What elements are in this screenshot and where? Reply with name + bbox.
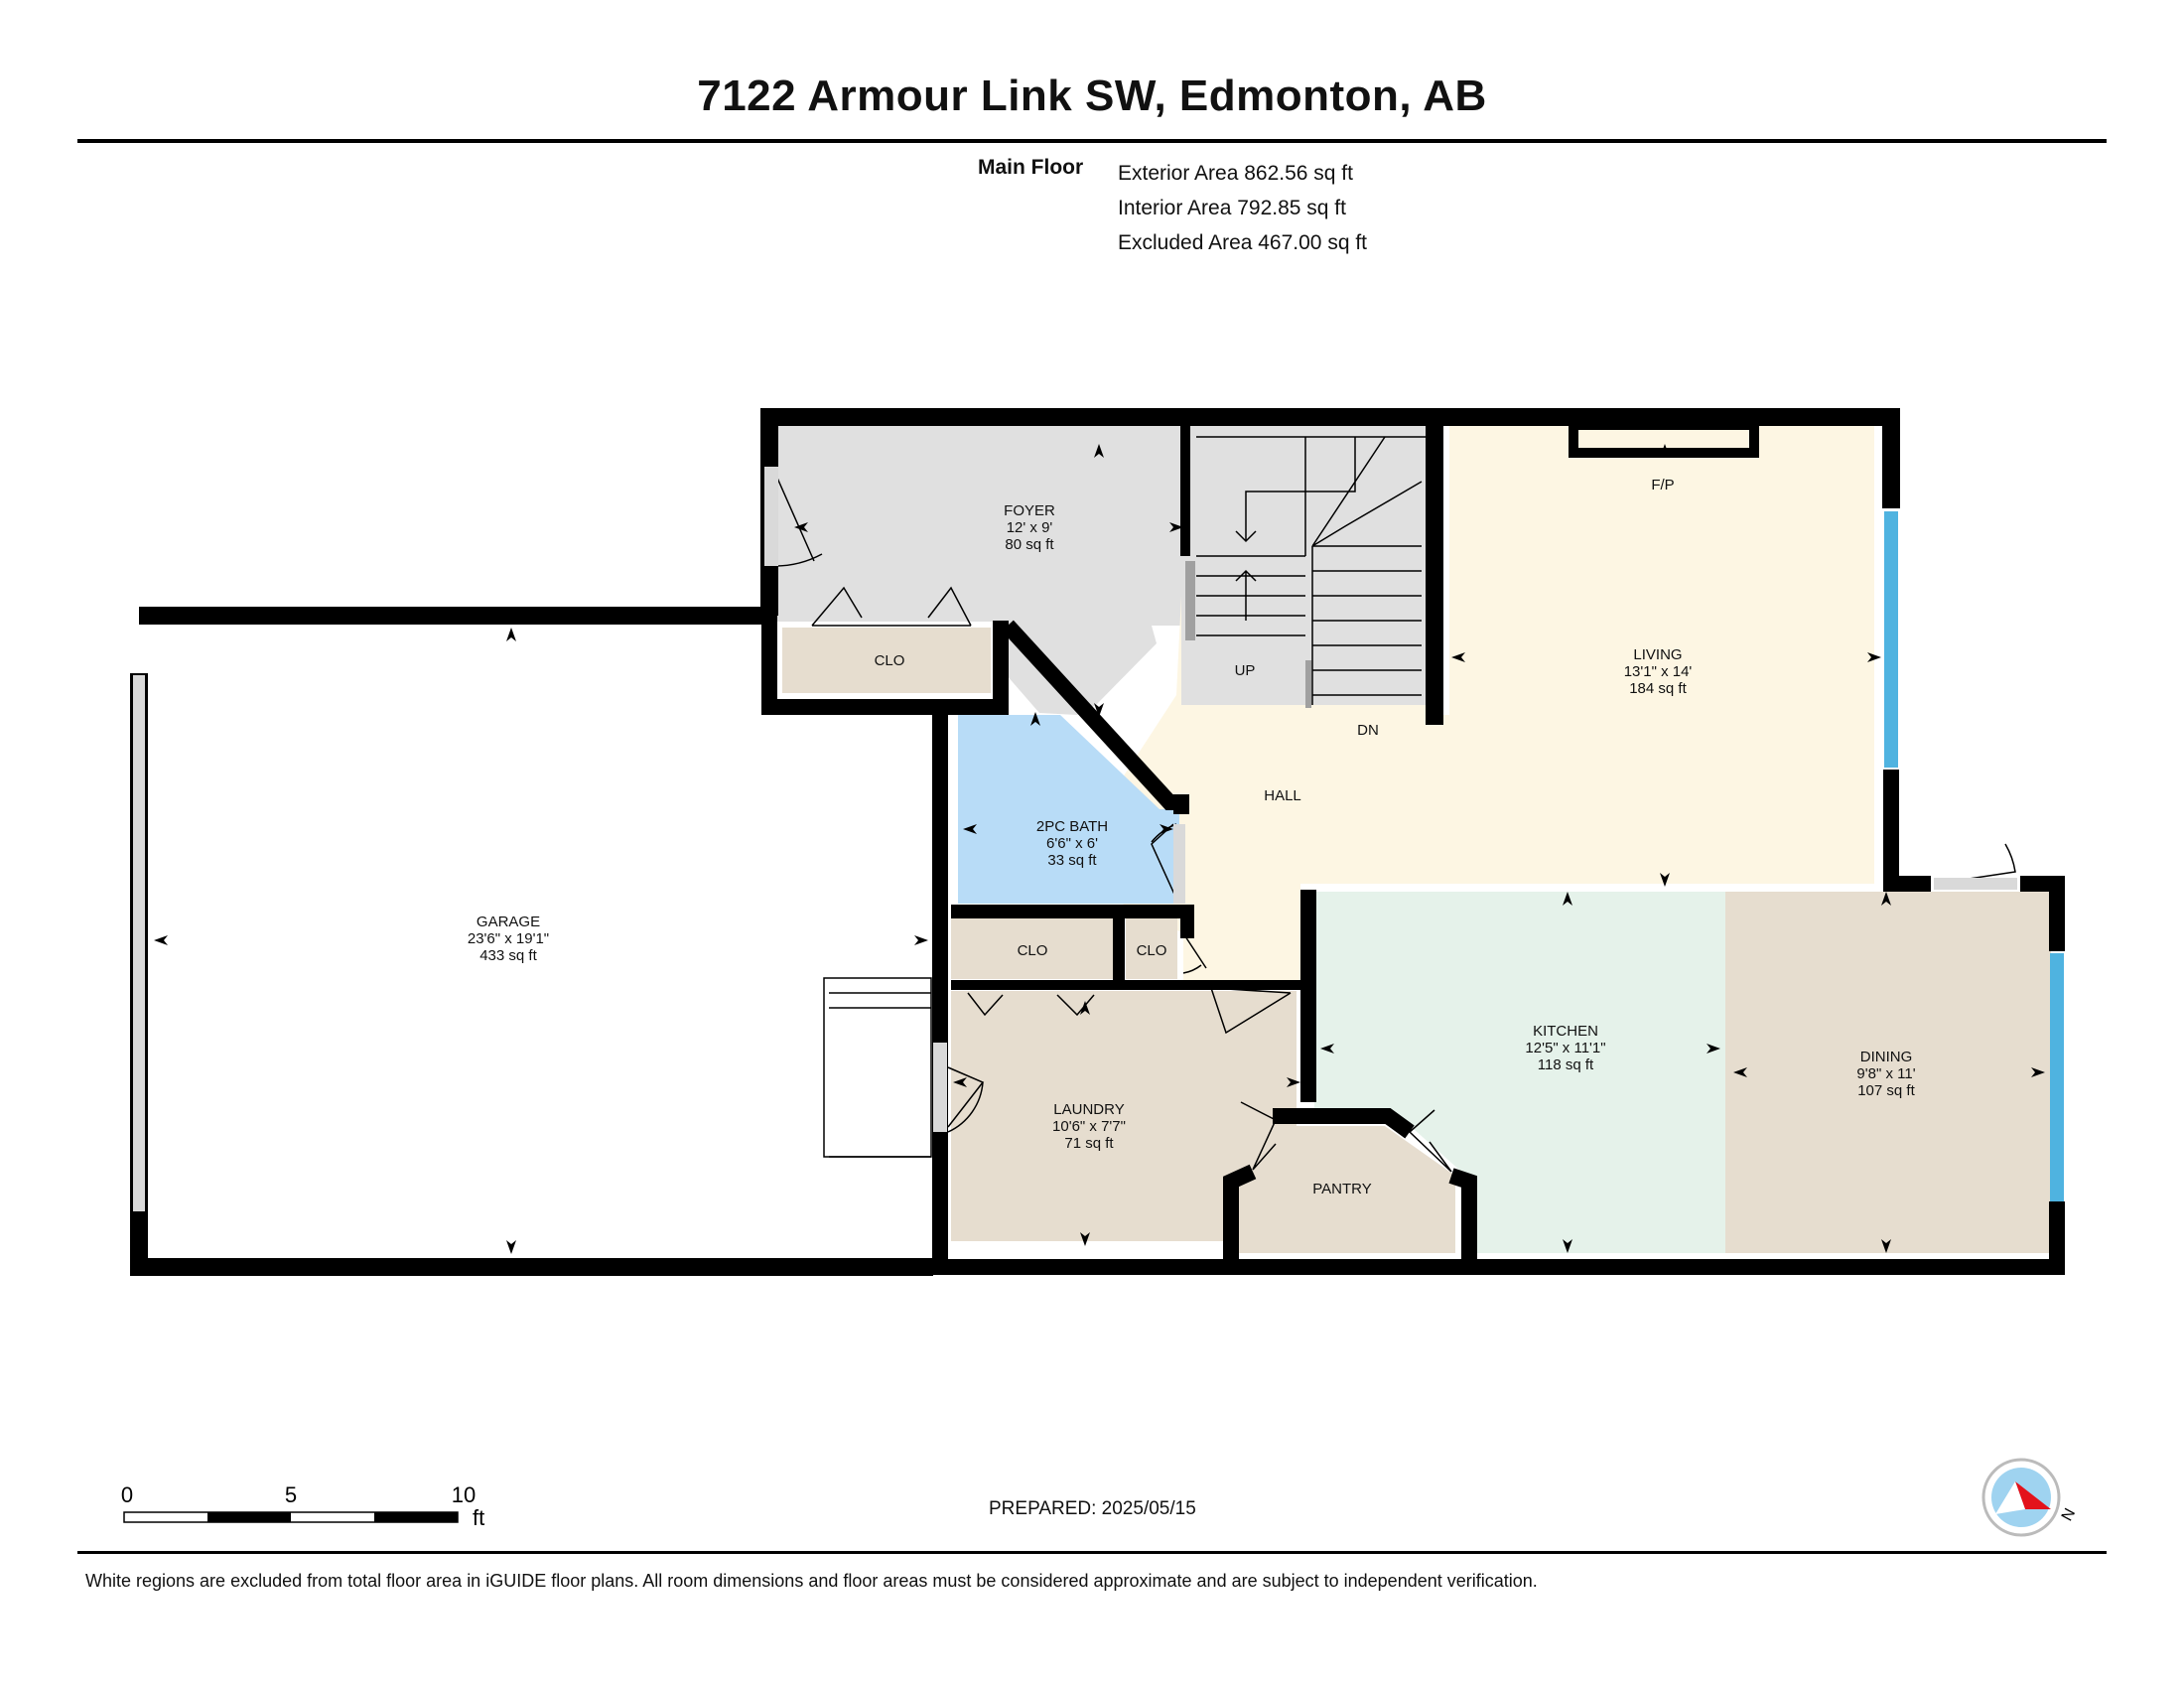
interior-area: Interior Area 792.85 sq ft [1118, 197, 1346, 219]
laundry-garage-jamb [933, 1043, 947, 1132]
scale-tick-10: 10 [452, 1482, 476, 1507]
pantry-door-left [1240, 1101, 1277, 1171]
laundry-dims: 10'6" x 7'7" [1052, 1118, 1126, 1135]
compass-icon: N [1981, 1458, 2079, 1537]
closet-1-doors [967, 992, 1095, 1017]
front-door-jamb [764, 467, 778, 566]
bath-diagonal-wall [1002, 620, 1189, 814]
excluded-area: Excluded Area 467.00 sq ft [1118, 231, 1368, 254]
bath-door-jamb [1173, 824, 1185, 904]
garage-area: 433 sq ft [479, 947, 537, 964]
closet-1-label: CLO [1018, 942, 1048, 959]
title-divider [77, 139, 2107, 143]
garage-window [133, 675, 145, 1211]
bath-name: 2PC BATH [1036, 818, 1108, 835]
stair-rail-2 [1305, 660, 1311, 708]
pantry-walls [1223, 1108, 1477, 1267]
living-area: 184 sq ft [1629, 680, 1687, 697]
scale-seg-2 [374, 1512, 458, 1522]
garage-dims: 23'6" x 19'1" [468, 930, 549, 947]
laundry-garage-door [947, 1066, 985, 1133]
laundry-hall-door [1210, 987, 1292, 1035]
bath-south-wall [951, 905, 1194, 938]
up-label: UP [1235, 662, 1256, 679]
dining-walls [2020, 876, 2065, 951]
doors [764, 466, 2017, 1173]
living-name: LIVING [1633, 646, 1682, 663]
plan-title: 7122 Armour Link SW, Edmonton, AB [697, 71, 1487, 120]
laundry-name: LAUNDRY [1053, 1101, 1124, 1118]
dining-name: DINING [1860, 1049, 1913, 1065]
room-labels: FOYER 12' x 9' 80 sq ft CLO UP DN F/P LI… [468, 477, 1916, 1197]
pantry-door-right [1408, 1109, 1452, 1173]
living-window [1884, 511, 1898, 768]
kitchen-floor [1314, 892, 1725, 1253]
closet-foyer-label: CLO [875, 652, 905, 669]
closet-2-floor [1126, 917, 1177, 979]
footer-divider [77, 1551, 2107, 1554]
kitchen-area: 118 sq ft [1538, 1056, 1594, 1073]
bath-dims: 6'6" x 6' [1046, 835, 1098, 852]
room-fills [777, 425, 2051, 1253]
compass-label: N [2059, 1506, 2079, 1524]
dining-window [2050, 953, 2064, 1201]
living-east-wall [1883, 770, 1931, 892]
disclaimer-text: White regions are excluded from total fl… [85, 1571, 1538, 1591]
pantry-floor [1237, 1126, 1455, 1253]
garage-name: GARAGE [477, 914, 540, 930]
fireplace-label: F/P [1651, 477, 1674, 493]
scale-tick-0: 0 [121, 1482, 133, 1507]
exterior-area: Exterior Area 862.56 sq ft [1118, 162, 1353, 185]
pantry-label: PANTRY [1312, 1181, 1371, 1197]
garage-steps [823, 977, 932, 1158]
stair-rail [1185, 561, 1195, 640]
floor-name: Main Floor [978, 156, 1084, 179]
scale-bar: 0 5 10 ft [121, 1482, 484, 1530]
bath-area: 33 sq ft [1047, 852, 1097, 869]
laundry-area: 71 sq ft [1064, 1135, 1114, 1152]
kitchen-name: KITCHEN [1533, 1023, 1598, 1040]
staircase [1196, 436, 1430, 705]
floor-area-list: Exterior Area 862.56 sq ft Interior Area… [1118, 156, 1367, 260]
hall-label: HALL [1264, 787, 1301, 804]
closet-bifold-foyer [811, 586, 972, 627]
kitchen-dims: 12'5" x 11'1" [1525, 1040, 1605, 1056]
living-dims: 13'1" x 14' [1624, 663, 1693, 680]
closet-2-label: CLO [1137, 942, 1167, 959]
dining-east-lower [933, 1201, 2065, 1275]
dining-door-jamb [1934, 878, 2017, 890]
prepared-date: PREPARED: 2025/05/15 [989, 1498, 1196, 1519]
bath-floor [958, 715, 1179, 904]
dining-area: 107 sq ft [1857, 1082, 1915, 1099]
closet-2-door [1182, 932, 1207, 974]
garage-walls [130, 673, 933, 1276]
scale-tick-5: 5 [285, 1482, 297, 1507]
closet-foyer-floor [782, 628, 991, 693]
windows [133, 511, 2064, 1211]
dining-floor [1725, 892, 2051, 1253]
down-label: DN [1357, 722, 1379, 739]
foyer-dims: 12' x 9' [1007, 519, 1053, 536]
foyer-closet-wall [761, 616, 1009, 715]
foyer-area: 80 sq ft [1005, 536, 1054, 553]
foyer-name: FOYER [1004, 502, 1055, 519]
scale-unit: ft [473, 1505, 484, 1530]
scale-seg-1 [207, 1512, 291, 1522]
foyer-floor [777, 425, 1181, 715]
dining-dims: 9'8" x 11' [1856, 1065, 1915, 1082]
closet-1-floor [951, 917, 1114, 979]
